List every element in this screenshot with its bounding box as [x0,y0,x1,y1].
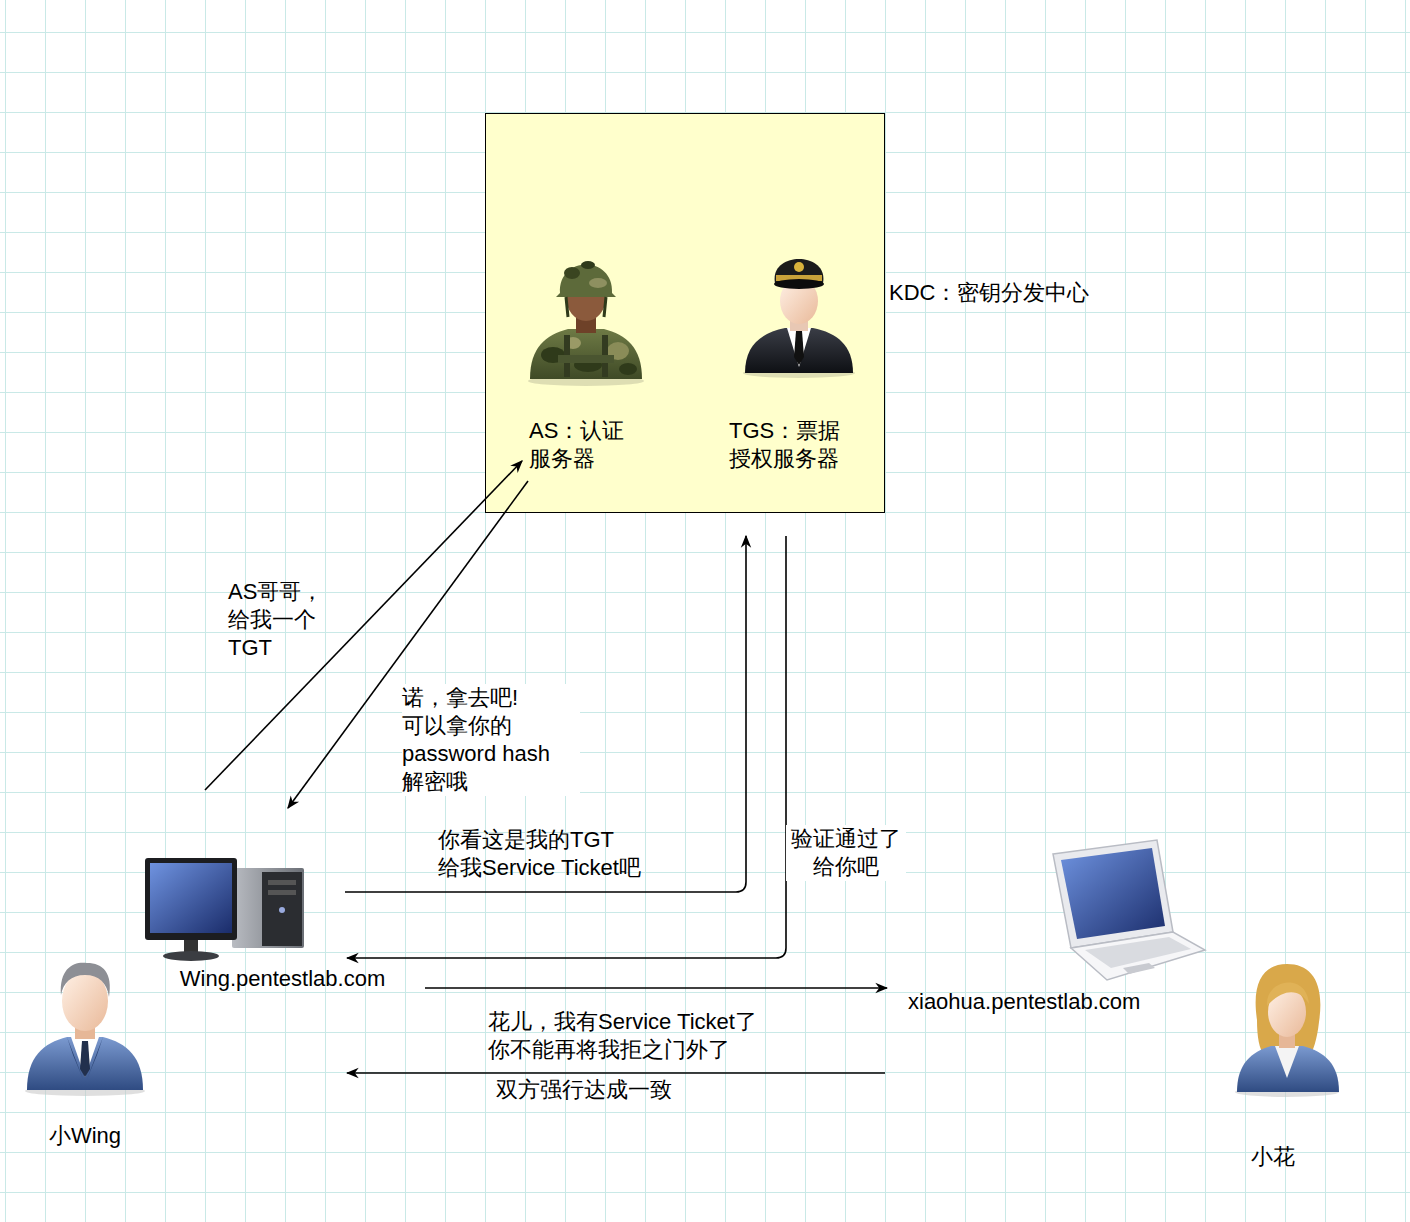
edge-label: 你看这是我的TGT 给我Service Ticket吧 [438,826,683,882]
node-label: 小Wing [20,1122,150,1150]
node-label: TGS：票据 授权服务器 [729,417,856,473]
person-node: 小Wing [20,940,150,1150]
edge-label: 验证通过了 给你吧 [786,825,906,881]
edge-label: 花儿，我有Service Ticket了 你不能再将我拒之门外了 [488,1008,793,1064]
connector-arrow [425,987,887,989]
edge-label: 双方强行达成一致 [496,1076,672,1104]
soldier-icon [528,261,644,386]
connector-arrow [345,536,746,892]
server-role: TGS：票据 授权服务器 [726,242,856,473]
pilot-icon [743,259,855,378]
kdc-box: KDC：密钥分发中心AS：认证 服务器TGS：票据 授权服务器 [485,113,885,513]
person-node: 小花 [1215,955,1330,1171]
computer-node: Wing.pentestlab.com [140,790,425,993]
node-label: xiaohua.pentestlab.com [908,988,1175,1016]
node-label: AS：认证 服务器 [529,417,651,473]
box-heading: KDC：密钥分发中心 [889,279,1089,307]
node-label: 小花 [1215,1143,1330,1171]
connector-arrow [205,461,522,790]
server-role: AS：认证 服务器 [526,242,651,473]
connector-arrow [347,1072,885,1074]
edge-label: AS哥哥， 给我一个 TGT [228,578,330,662]
connector-arrow [347,536,786,958]
man-icon [25,963,145,1096]
node-label: Wing.pentestlab.com [140,965,425,993]
edge-label: 诺，拿去吧! 可以拿你的 password hash 解密哦 [402,684,580,796]
desktop-computer-icon [145,858,304,961]
laptop-icon [1053,840,1205,980]
woman-icon [1235,964,1339,1097]
laptop-node: xiaohua.pentestlab.com [895,838,1175,1016]
connector-arrow [288,481,528,808]
